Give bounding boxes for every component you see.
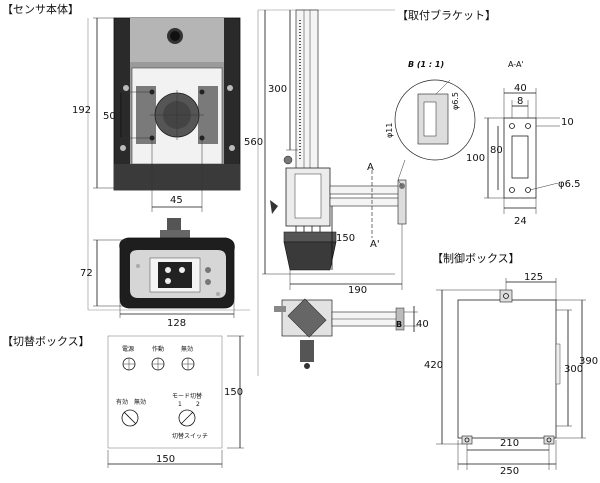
label-power: 電源 [122, 345, 134, 353]
label-mode-switch: モード切替 [172, 392, 202, 400]
detail-b-mark: B [396, 320, 402, 329]
bracket-side-view [257, 9, 407, 376]
dim-control-mount: 210 [500, 438, 519, 449]
dim-bracket-arm: 190 [348, 285, 367, 296]
detail-b-dim-6-5: φ6.5 [451, 92, 460, 110]
dim-section-inner-width: 8 [517, 96, 523, 107]
dim-switch-width: 150 [156, 454, 175, 465]
dim-arm-width: 40 [416, 319, 429, 330]
dim-bracket-stroke: 300 [268, 84, 287, 95]
label-disable: 無効 [181, 345, 193, 353]
dim-sensor-width: 45 [170, 195, 183, 206]
dim-sensor-inner: 50 [103, 111, 116, 122]
label-operate: 作動 [152, 345, 164, 353]
dim-control-total-height: 390 [579, 356, 598, 367]
lever-icon [270, 200, 278, 214]
dim-sensor-height: 192 [72, 105, 91, 116]
dim-control-inner-height: 300 [564, 364, 583, 375]
bracket-section-title: 【取付ブラケット】 [397, 8, 496, 22]
dim-section-outer-height: 100 [466, 153, 485, 164]
dim-section-outer-width: 40 [514, 83, 527, 94]
section-aa-view [503, 117, 537, 199]
switch-box-panel: 電源 作動 無効 有効 無効 モード切替 1 2 切替スイッチ [107, 335, 223, 449]
control-section-title: 【制御ボックス】 [432, 251, 520, 265]
dim-control-top: 125 [524, 272, 543, 283]
dim-control-width: 250 [500, 466, 519, 477]
detail-b-view [394, 79, 476, 187]
dim-base-width: 128 [167, 318, 186, 329]
detail-b-title: B (1 : 1) [408, 60, 444, 69]
label-enable: 有効 [116, 398, 128, 406]
dim-bracket-lower: 150 [336, 233, 355, 244]
section-mark-a: A [367, 162, 374, 173]
sensor-body-front-view [113, 17, 241, 191]
dim-switch-height: 150 [224, 387, 243, 398]
sensor-section-title: 【センサ本体】 [2, 2, 79, 16]
mode-switch-icon [178, 409, 196, 427]
section-mark-a-prime: A' [370, 239, 380, 250]
bracket-top-view [274, 298, 405, 369]
dim-base-height: 72 [80, 268, 93, 279]
switch-section-title: 【切替ボックス】 [2, 334, 90, 348]
label-pos-1: 1 [178, 401, 182, 408]
label-switch-caption: 切替スイッチ [172, 432, 208, 440]
dim-section-top-gap: 10 [561, 117, 574, 128]
label-disable-2: 無効 [134, 398, 146, 406]
dim-section-bottom: 24 [514, 216, 527, 227]
height-knob-icon [283, 155, 293, 165]
sensor-base-top-view [119, 218, 235, 309]
control-box-view [457, 289, 561, 445]
label-pos-2: 2 [196, 401, 200, 408]
dim-control-outer-height: 420 [424, 360, 443, 371]
dim-bracket-total: 560 [244, 137, 263, 148]
dim-section-inner-height: 80 [490, 145, 503, 156]
section-aa-title: A-A' [508, 60, 524, 69]
dim-section-hole: φ6.5 [558, 179, 581, 190]
detail-b-dim-11: φ11 [385, 123, 394, 138]
enable-switch-icon [121, 409, 139, 427]
